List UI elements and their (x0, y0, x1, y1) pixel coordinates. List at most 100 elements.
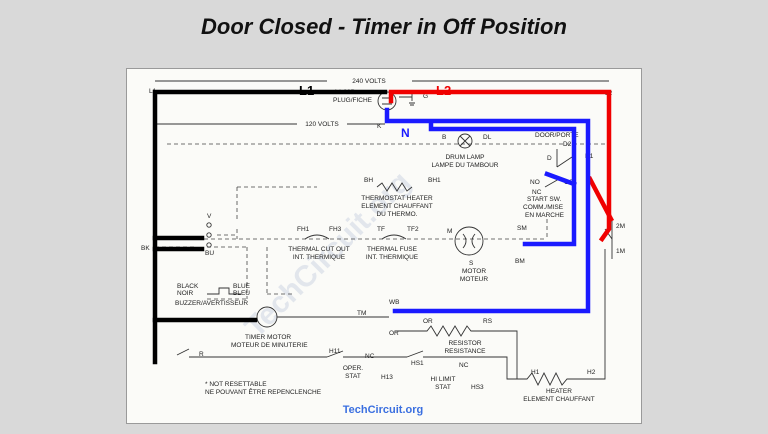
hilimit-label-2: STAT (435, 384, 451, 391)
ground-icon (399, 93, 415, 106)
start-sw-symbol (544, 178, 560, 188)
heater-label-1: HEATER (546, 388, 572, 395)
start-sw-nc: NC (532, 189, 542, 196)
hilimit-label-1: HI LIMIT (431, 376, 456, 383)
neutral-door-wire (544, 171, 577, 187)
dashed-wire-middle (197, 219, 548, 240)
drum-lamp-icon (457, 133, 473, 149)
l1-branch-wires (152, 235, 258, 323)
tf-tf: TF (377, 226, 385, 233)
drum-lamp-dl: DL (483, 134, 492, 141)
drum-lamp-label-2: LAMPE DU TAMBOUR (432, 162, 499, 169)
note-line-2: NE POUVANT ÊTRE REPENCLENCHE (205, 387, 322, 396)
oper-label-1: OPER. (343, 365, 363, 372)
thermo-heater-coil (376, 182, 413, 192)
resistor-symbol (395, 325, 518, 379)
timer-motor-label-2: MOTEUR DE MINUTERIE (231, 342, 308, 349)
hilimit-hs1: HS1 (411, 360, 424, 367)
v120-label: 120 VOLTS (305, 121, 339, 128)
oper-h13: H13 (381, 374, 393, 381)
motor-m: M (447, 228, 452, 235)
buzzer-black: BLACK (177, 283, 199, 290)
tco-label-2: INT. THERMIQUE (293, 254, 346, 261)
heater-h1: H1 (531, 369, 540, 376)
motor-icon (454, 226, 484, 256)
neutral-wire (384, 107, 591, 314)
oper-r: R (199, 351, 204, 358)
thermo-bh1: BH1 (428, 177, 441, 184)
drum-lamp-label-1: DRUM LAMP (445, 154, 484, 161)
l2-line2-wire (388, 89, 612, 243)
term-v: V (207, 213, 212, 220)
start-sw-label-3: EN MARCHE (525, 212, 565, 219)
wiring-diagram-svg: TechCircuit.org 240 VOLTS 120 VOLTS L1 L… (141, 78, 625, 416)
motor-label-1: MOTOR (462, 268, 486, 275)
timer-motor-label-1: TIMER MOTOR (245, 334, 291, 341)
timer-motor-tm: TM (357, 310, 366, 317)
thermal-fuse-symbol (381, 234, 407, 240)
start-sw-no: NO (530, 179, 540, 186)
plug-label-2: PLUG/FICHE (333, 97, 373, 104)
term-bu: BU (205, 250, 214, 257)
term-bk: BK (141, 245, 150, 252)
neutral-motor-wire (428, 122, 577, 247)
motor-label-2: MOTEUR (460, 276, 488, 283)
label-l2: L2 (436, 83, 451, 98)
buzzer-bleu: BLEU (233, 290, 250, 297)
door-d: D (547, 155, 552, 162)
plug-k-label: K (377, 123, 382, 130)
wiring-diagram: TechCircuit.org 240 VOLTS 120 VOLTS L1 L… (126, 68, 642, 424)
door-d2: D2 (563, 141, 572, 148)
thermo-label-2: ELEMENT CHAUFFANT (361, 203, 432, 210)
heater-label-2: ELEMENT CHAUFFANT (523, 396, 594, 403)
tf-label-2: INT. THERMIQUE (366, 254, 419, 261)
motor-sm: SM (517, 225, 527, 232)
heater-circuit-wire (176, 249, 606, 387)
timer-motor-or: OR (389, 330, 399, 337)
resistor-label-1: RESISTOR (448, 340, 481, 347)
hilimit-hs3: HS3 (471, 384, 484, 391)
tf-label-1: THERMAL FUSE (367, 246, 418, 253)
buzzer-noir: NOIR (177, 290, 194, 297)
door-title: DOOR/PORTE (535, 132, 579, 139)
drum-lamp-b: B (442, 134, 446, 141)
tco-fh3: FH3 (329, 226, 342, 233)
v240-label: 240 VOLTS (352, 78, 386, 85)
motor-1m: 1M (616, 248, 625, 255)
resistor-rs: RS (483, 318, 493, 325)
motor-bm: BM (515, 258, 525, 265)
plug-g-label: G (423, 93, 428, 100)
start-sw-label-1: START SW. (527, 196, 562, 203)
label-l1: L1 (299, 83, 314, 98)
tco-label-1: THERMAL CUT OUT (288, 246, 349, 253)
l2-start-switch-wire (586, 175, 615, 223)
thermal-cutout-symbol (304, 234, 330, 240)
oper-label-2: STAT (345, 373, 361, 380)
oper-nc: NC (365, 353, 375, 360)
oper-h11: H11 (329, 348, 341, 355)
note-line-1: * NOT RESETTABLE (205, 381, 267, 388)
tf-tf2: TF2 (407, 226, 419, 233)
motor-2m: 2M (616, 223, 625, 230)
footer-brand: TechCircuit.org (343, 404, 423, 416)
thermo-label-3: DU THERMO. (376, 211, 417, 218)
l1-line1-wire (152, 89, 388, 365)
slide-title: Door Closed - Timer in Off Position (201, 14, 567, 39)
start-sw-label-2: COMM./MISE (523, 204, 564, 211)
buzzer-blue: BLUE (233, 283, 251, 290)
thermo-label-1: THERMOSTAT HEATER (361, 195, 433, 202)
hilimit-nc: NC (459, 362, 469, 369)
resistor-label-2: RESISTANCE (444, 348, 486, 355)
buzzer-label: BUZZER/AVERTISSEUR (175, 300, 248, 307)
dashed-wire-thermo (217, 186, 317, 239)
heater-h2: H2 (587, 369, 596, 376)
timer-motor-wb: WB (389, 299, 399, 306)
label-n: N (401, 126, 410, 140)
plug-symbol (377, 91, 397, 111)
buzzer-symbol (207, 287, 241, 295)
resistor-or: OR (423, 318, 433, 325)
motor-s: S (469, 260, 474, 267)
thermo-bh: BH (364, 177, 373, 184)
timer-contact-terminals (206, 222, 212, 248)
tco-fh1: FH1 (297, 226, 310, 233)
